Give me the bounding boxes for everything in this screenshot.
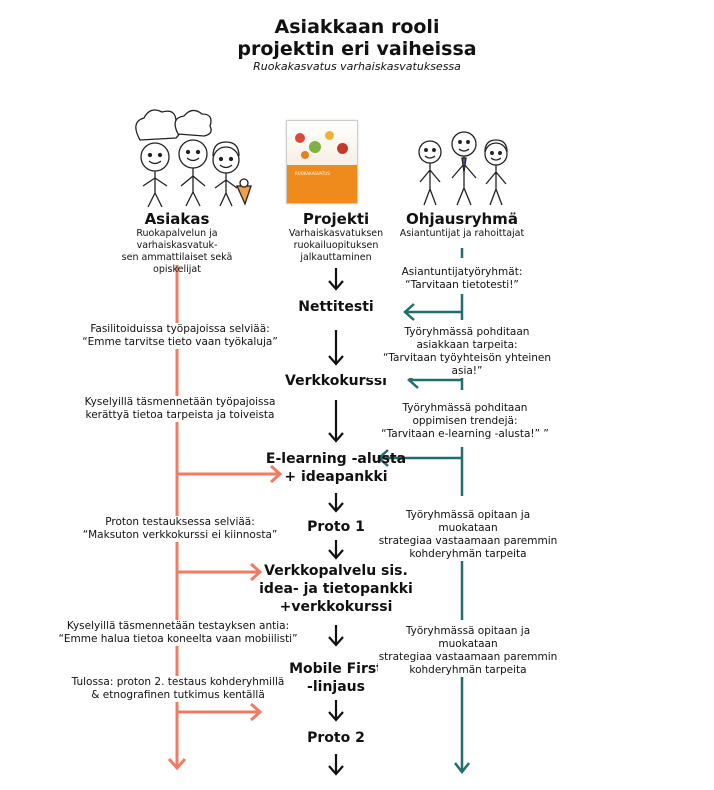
column-asiakas-label: Asiakas bbox=[144, 210, 210, 228]
stage-elearning: E-learning -alusta bbox=[265, 451, 407, 467]
steering-note-4a: Työryhmässä opitaan ja muokataan bbox=[405, 509, 531, 534]
stage-verkkokurssi-plus: +verkkokurssi bbox=[279, 599, 393, 615]
customer-note-4b: “Emme halua tietoa koneelta vaan mobiili… bbox=[58, 633, 298, 645]
customer-note-5a: Tulossa: proton 2. testaus kohderyhmillä bbox=[71, 676, 285, 688]
steering-line bbox=[377, 248, 470, 775]
column-ohjausryhma-desc: Asiantuntijat ja rahoittajat bbox=[399, 228, 525, 239]
customer-note-3a: Proton testauksessa selviää: bbox=[105, 516, 255, 528]
book-cover-icon: RUOKAKASVATUS bbox=[286, 120, 358, 204]
customer-note-4a: Kyselyillä täsmennetään testayksen antia… bbox=[66, 620, 290, 632]
customer-note-1b: “Emme tarvitse tieto vaan työkaluja” bbox=[82, 336, 278, 348]
customer-note-2a: Kyselyillä täsmennetään työpajoissa bbox=[84, 396, 276, 408]
column-projekti-desc-2: ruokailuopituksen bbox=[293, 240, 379, 251]
steering-note-5c: kohderyhmän tarpeita bbox=[409, 664, 527, 676]
column-projekti-label: Projekti bbox=[302, 210, 370, 228]
customer-note-2b: kerättyä tietoa tarpeista ja toiveista bbox=[85, 409, 275, 421]
customer-note-1a: Fasilitoiduissa työpajoissa selviää: bbox=[90, 323, 270, 335]
adult-team-icon bbox=[418, 131, 508, 206]
steering-note-3a: Työryhmässä pohditaan bbox=[402, 402, 528, 414]
steering-note-1b: “Tarvitaan tietotesti!” bbox=[405, 279, 519, 291]
page-title-line2: projektin eri vaiheissa bbox=[237, 38, 477, 60]
steering-note-5b: strategiaa vastaamaan paremmin bbox=[378, 651, 558, 663]
page-subtitle: Ruokakasvatus varhaiskasvatuksessa bbox=[253, 60, 461, 73]
steering-note-3c: “Tarvitaan e-learning -alusta!” ” bbox=[381, 428, 549, 440]
steering-note-1a: Asiantuntijatyöryhmät: bbox=[401, 266, 523, 278]
steering-note-5a: Työryhmässä opitaan ja muokataan bbox=[405, 625, 531, 650]
column-projekti-desc-3: jalkauttaminen bbox=[300, 252, 372, 263]
customer-note-3b: “Maksuton verkkokurssi ei kiinnosta” bbox=[82, 529, 278, 541]
book-cover-text: RUOKAKASVATUS bbox=[295, 171, 330, 176]
steering-note-2c: “Tarvitaan työyhteisön yhteinen asia!” bbox=[382, 352, 552, 377]
column-ohjausryhma-label: Ohjausryhmä bbox=[406, 210, 518, 228]
project-arrows bbox=[328, 268, 344, 776]
stage-mobile-first: Mobile First bbox=[289, 661, 383, 677]
stage-tietopankki: idea- ja tietopankki bbox=[259, 581, 413, 597]
stage-verkkokurssi: Verkkokurssi bbox=[285, 373, 387, 389]
stage-nettitesti: Nettitesti bbox=[298, 299, 374, 315]
stage-linjaus: -linjaus bbox=[307, 679, 365, 695]
stage-ideapankki: + ideapankki bbox=[284, 469, 388, 485]
stage-proto-1: Proto 1 bbox=[307, 519, 365, 535]
column-asiakas-desc-2: sen ammattilaiset sekä opiskelijat bbox=[121, 252, 233, 275]
steering-note-2a: Työryhmässä pohditaan bbox=[404, 326, 530, 338]
page-title: Asiakkaan rooli bbox=[274, 16, 440, 38]
steering-note-4c: kohderyhmän tarpeita bbox=[409, 548, 527, 560]
column-projekti-desc-1: Varhaiskasvatuksen bbox=[288, 228, 384, 239]
chef-kids-icon bbox=[135, 109, 252, 208]
column-asiakas-desc-1: Ruokapalvelun ja varhaiskasvatuk- bbox=[136, 228, 218, 251]
steering-note-2b: asiakkaan tarpeita: bbox=[416, 339, 518, 351]
stage-proto-2: Proto 2 bbox=[307, 730, 365, 746]
stage-verkkopalvelu: Verkkopalvelu sis. bbox=[264, 563, 408, 579]
steering-note-3b: oppimisen trendejä: bbox=[412, 415, 518, 427]
customer-note-5b: & etnografinen tutkimus kentällä bbox=[91, 689, 265, 701]
steering-note-4b: strategiaa vastaamaan paremmin bbox=[378, 535, 558, 547]
